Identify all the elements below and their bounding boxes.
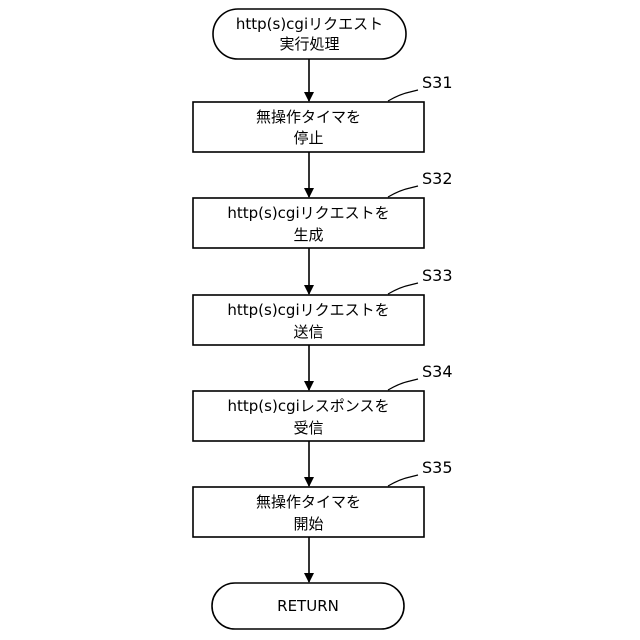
step-s31: 無操作タイマを 停止 S31 [193, 73, 453, 152]
start-text-line-1: http(s)cgiリクエスト [236, 15, 383, 33]
step-s32-leader [388, 186, 418, 197]
start-text-line-2: 実行処理 [279, 35, 339, 53]
end-text: RETURN [277, 597, 339, 615]
step-s33: http(s)cgiリクエストを 送信 S33 [193, 266, 453, 345]
step-s33-line-1: http(s)cgiリクエストを [227, 301, 389, 319]
step-s35: 無操作タイマを 開始 S35 [193, 458, 453, 537]
step-s31-line-1: 無操作タイマを [256, 108, 361, 126]
step-s34-line-2: 受信 [293, 419, 323, 437]
step-s32-line-2: 生成 [293, 226, 323, 244]
step-s32-label: S32 [422, 169, 453, 188]
step-s32: http(s)cgiリクエストを 生成 S32 [193, 169, 453, 248]
step-s34-leader [388, 379, 418, 390]
step-s32-line-1: http(s)cgiリクエストを [227, 204, 389, 222]
step-s33-leader [388, 283, 418, 294]
step-s34-label: S34 [422, 362, 453, 381]
step-s31-line-2: 停止 [293, 129, 323, 147]
start-terminal: http(s)cgiリクエスト 実行処理 [213, 9, 406, 59]
step-s34-line-1: http(s)cgiレスポンスを [228, 397, 390, 415]
step-s34: http(s)cgiレスポンスを 受信 S34 [193, 362, 453, 441]
step-s33-label: S33 [422, 266, 453, 285]
step-s35-label: S35 [422, 458, 453, 477]
step-s35-line-2: 開始 [293, 515, 323, 533]
step-s31-leader [388, 90, 418, 101]
step-s35-line-1: 無操作タイマを [256, 493, 361, 511]
step-s35-leader [388, 475, 418, 486]
step-s33-line-2: 送信 [293, 323, 323, 341]
end-terminal: RETURN [212, 583, 404, 629]
step-s31-label: S31 [422, 73, 453, 92]
